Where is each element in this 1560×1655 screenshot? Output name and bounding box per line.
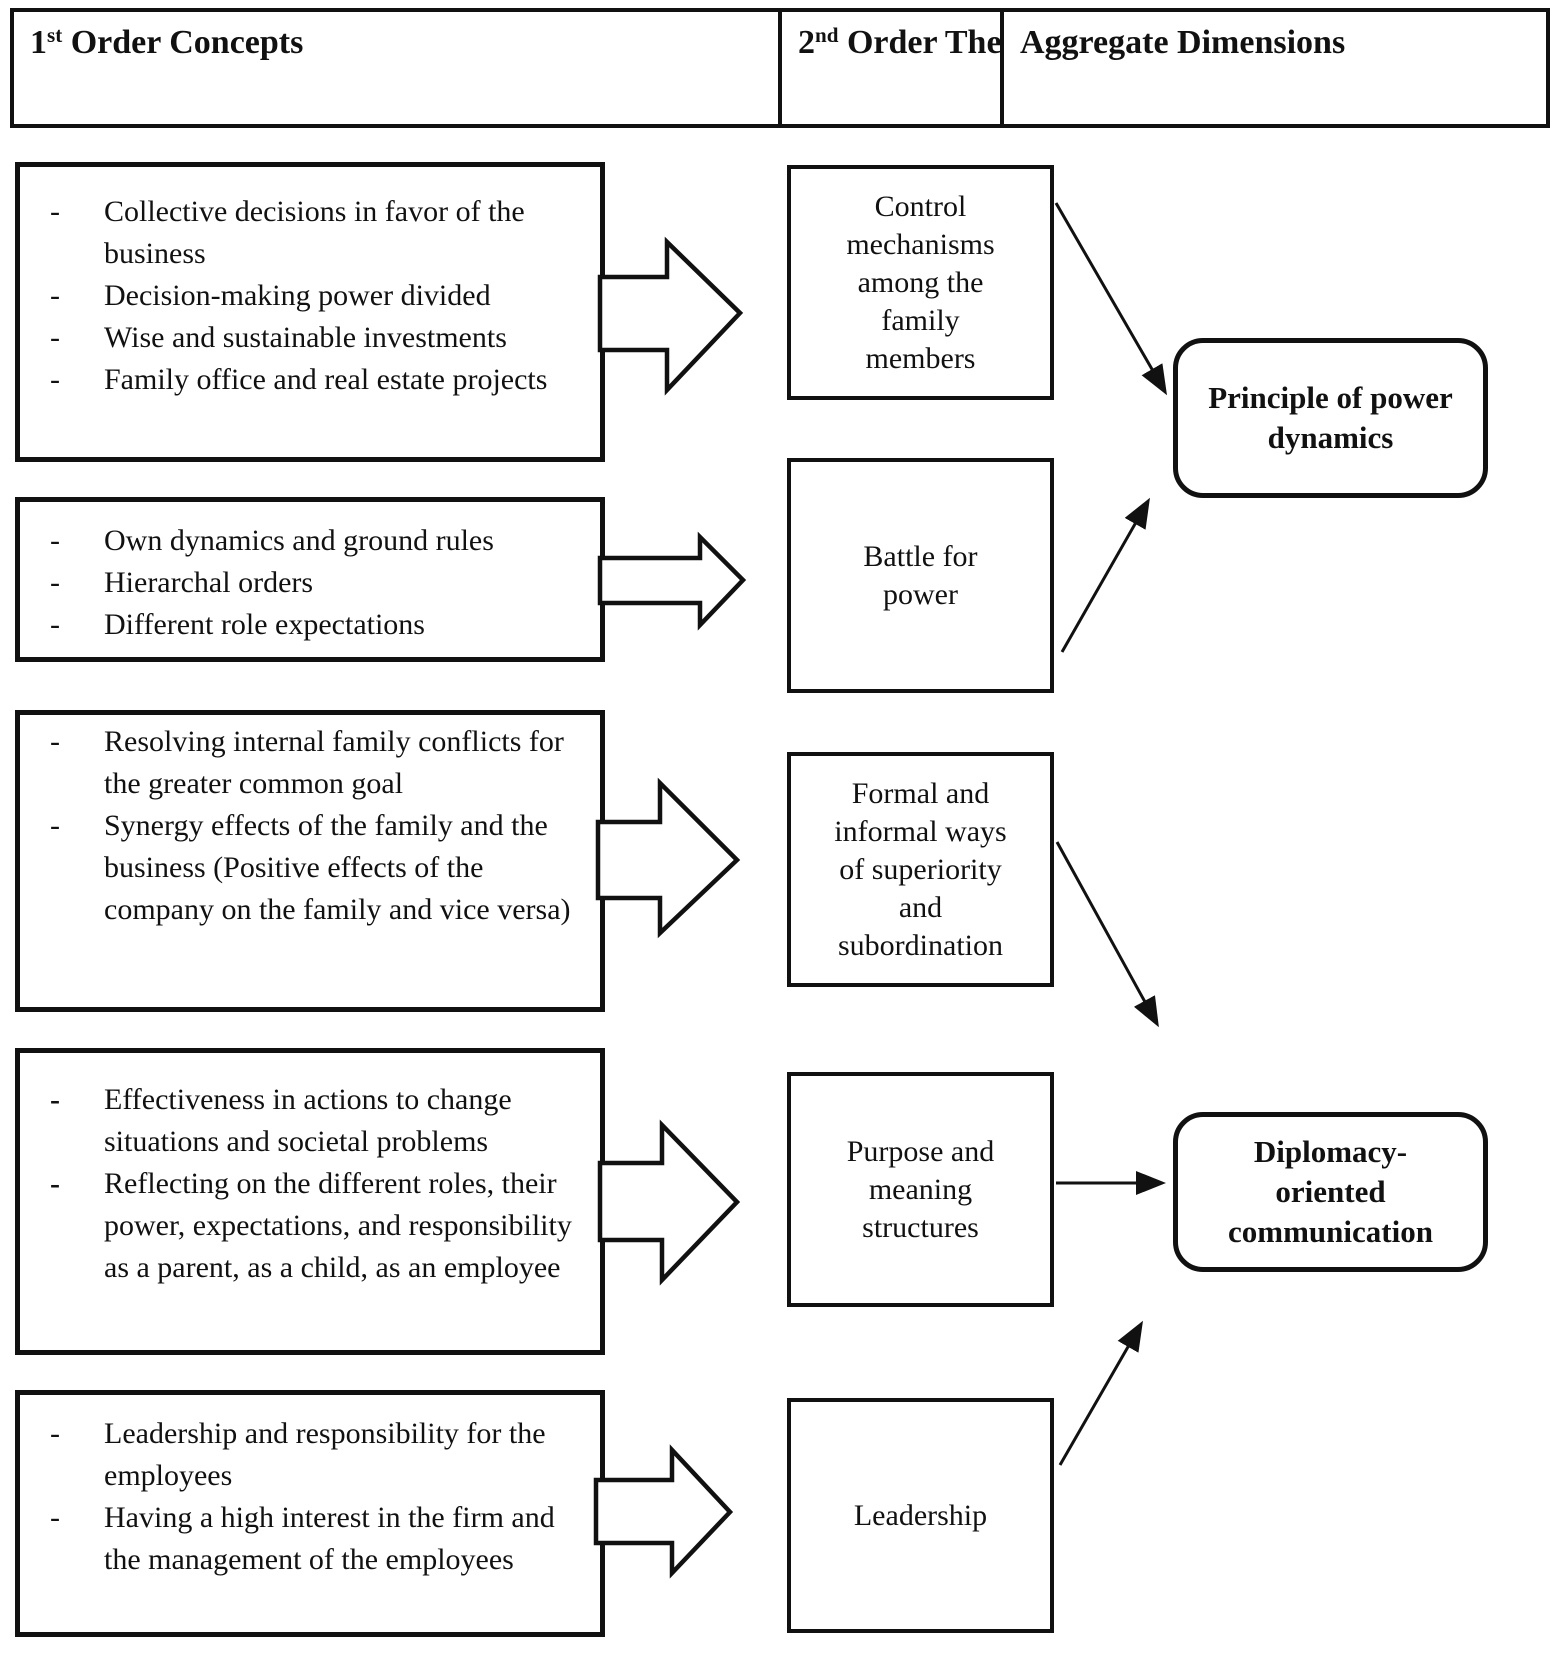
- theme-label: Control mechanisms among the family memb…: [846, 189, 995, 375]
- connector-formal-to-diplomacy: [1055, 841, 1159, 1028]
- connector-battle-to-principle: [1060, 497, 1150, 653]
- bullet-dash: -: [50, 1417, 60, 1450]
- connector-leadership-to-diplomacy: [1058, 1320, 1143, 1466]
- bullet-text: Leadership and responsibility for the em…: [104, 1417, 546, 1492]
- block-arrow-1: [597, 236, 744, 396]
- dimension-label: Diplomacy-oriented communication: [1228, 1134, 1433, 1249]
- bullet-dash: -: [50, 524, 60, 557]
- header-rest: Order Concepts: [62, 24, 304, 61]
- bullet-text: Resolving internal family conflicts for …: [104, 725, 564, 800]
- list-item: - Resolving internal family conflicts for…: [20, 721, 600, 805]
- theme-label: Leadership: [853, 1498, 988, 1532]
- list-item: - Wise and sustainable investments: [20, 317, 600, 359]
- bullet-text: Synergy effects of the family and the bu…: [104, 809, 571, 926]
- block-arrow-3: [595, 777, 741, 939]
- list-item: - Reflecting on the different roles, thei…: [20, 1163, 600, 1289]
- ordinal-superscript: st: [47, 23, 63, 48]
- header-second-order-themes: 2nd Order Themes: [778, 8, 1058, 128]
- bullet-text: Wise and sustainable investments: [104, 321, 507, 354]
- list-item: - Decision-making power divided: [20, 275, 600, 317]
- theme-box-control-mechanisms: Control mechanisms among the family memb…: [787, 165, 1054, 400]
- list-item: - Synergy effects of the family and the b…: [20, 805, 600, 931]
- list-item: - Collective decisions in favor of the bu…: [20, 191, 600, 275]
- bullet-text: Collective decisions in favor of the bus…: [104, 195, 525, 270]
- dimension-box-diplomacy-oriented-communication: Diplomacy-oriented communication: [1173, 1112, 1488, 1272]
- list-item: - Leadership and responsibility for the e…: [20, 1413, 600, 1497]
- bullet-dash: -: [50, 809, 60, 842]
- connector-control-to-principle: [1054, 202, 1168, 396]
- bullet-dash: -: [50, 279, 60, 312]
- theme-label: Formal and informal ways of superiority …: [834, 776, 1007, 962]
- bullet-text: Different role expectations: [104, 608, 425, 641]
- bullet-dash: -: [50, 195, 60, 228]
- header-first-order-concepts: 1st Order Concepts: [10, 8, 782, 128]
- list-item: - Own dynamics and ground rules: [20, 520, 600, 562]
- bullet-text: Having a high interest in the firm and t…: [104, 1501, 555, 1576]
- header-base: 1: [30, 24, 47, 61]
- block-arrow-5: [593, 1444, 734, 1579]
- bullet-list: - Leadership and responsibility for the e…: [20, 1413, 600, 1581]
- bullet-dash: -: [50, 1083, 60, 1116]
- concept-box-leadership: - Leadership and responsibility for the e…: [15, 1390, 605, 1637]
- block-arrow-2: [597, 531, 747, 631]
- block-arrow-4: [597, 1119, 741, 1286]
- bullet-text: Own dynamics and ground rules: [104, 524, 494, 557]
- header-aggregate-dimensions: Aggregate Dimensions: [1000, 8, 1550, 128]
- bullet-text: Family office and real estate projects: [104, 363, 548, 396]
- concept-box-battle-for-power: - Own dynamics and ground rules - Hierarch…: [15, 497, 605, 662]
- bullet-text: Reflecting on the different roles, their…: [104, 1167, 572, 1284]
- dimension-label: Principle of power dynamics: [1208, 380, 1453, 455]
- bullet-list: - Collective decisions in favor of the bu…: [20, 191, 600, 401]
- header-base: 2: [798, 24, 815, 61]
- bullet-dash: -: [50, 725, 60, 758]
- bullet-text: Effectiveness in actions to change situa…: [104, 1083, 512, 1158]
- theme-box-leadership: Leadership: [787, 1398, 1054, 1633]
- header-rest: Aggregate Dimensions: [1020, 24, 1346, 61]
- bullet-list: - Resolving internal family conflicts for…: [20, 721, 600, 931]
- theme-label: Purpose and meaning structures: [846, 1134, 995, 1244]
- list-item: - Effectiveness in actions to change situ…: [20, 1079, 600, 1163]
- list-item: - Hierarchal orders: [20, 562, 600, 604]
- bullet-list: - Effectiveness in actions to change situ…: [20, 1079, 600, 1289]
- list-item: - Family office and real estate projects: [20, 359, 600, 401]
- bullet-dash: -: [50, 1501, 60, 1534]
- concept-box-purpose-meaning: - Effectiveness in actions to change situ…: [15, 1048, 605, 1355]
- dimension-box-principle-of-power-dynamics: Principle of power dynamics: [1173, 338, 1488, 498]
- list-item: - Having a high interest in the firm and …: [20, 1497, 600, 1581]
- bullet-dash: -: [50, 608, 60, 641]
- bullet-dash: -: [50, 1167, 60, 1200]
- bullet-text: Decision-making power divided: [104, 279, 491, 312]
- concept-box-superiority-subordination: - Resolving internal family conflicts for…: [15, 710, 605, 1012]
- ordinal-superscript: nd: [815, 23, 839, 48]
- list-item: - Different role expectations: [20, 604, 600, 646]
- bullet-dash: -: [50, 321, 60, 354]
- theme-box-purpose-meaning-structures: Purpose and meaning structures: [787, 1072, 1054, 1307]
- bullet-dash: -: [50, 363, 60, 396]
- theme-label: Battle for power: [863, 539, 978, 611]
- bullet-list: - Own dynamics and ground rules - Hierarch…: [20, 520, 600, 646]
- bullet-text: Hierarchal orders: [104, 566, 314, 599]
- bullet-dash: -: [50, 566, 60, 599]
- theme-box-battle-for-power: Battle for power: [787, 458, 1054, 693]
- concept-box-control-mechanisms: - Collective decisions in favor of the bu…: [15, 162, 605, 462]
- theme-box-formal-informal-ways: Formal and informal ways of superiority …: [787, 752, 1054, 987]
